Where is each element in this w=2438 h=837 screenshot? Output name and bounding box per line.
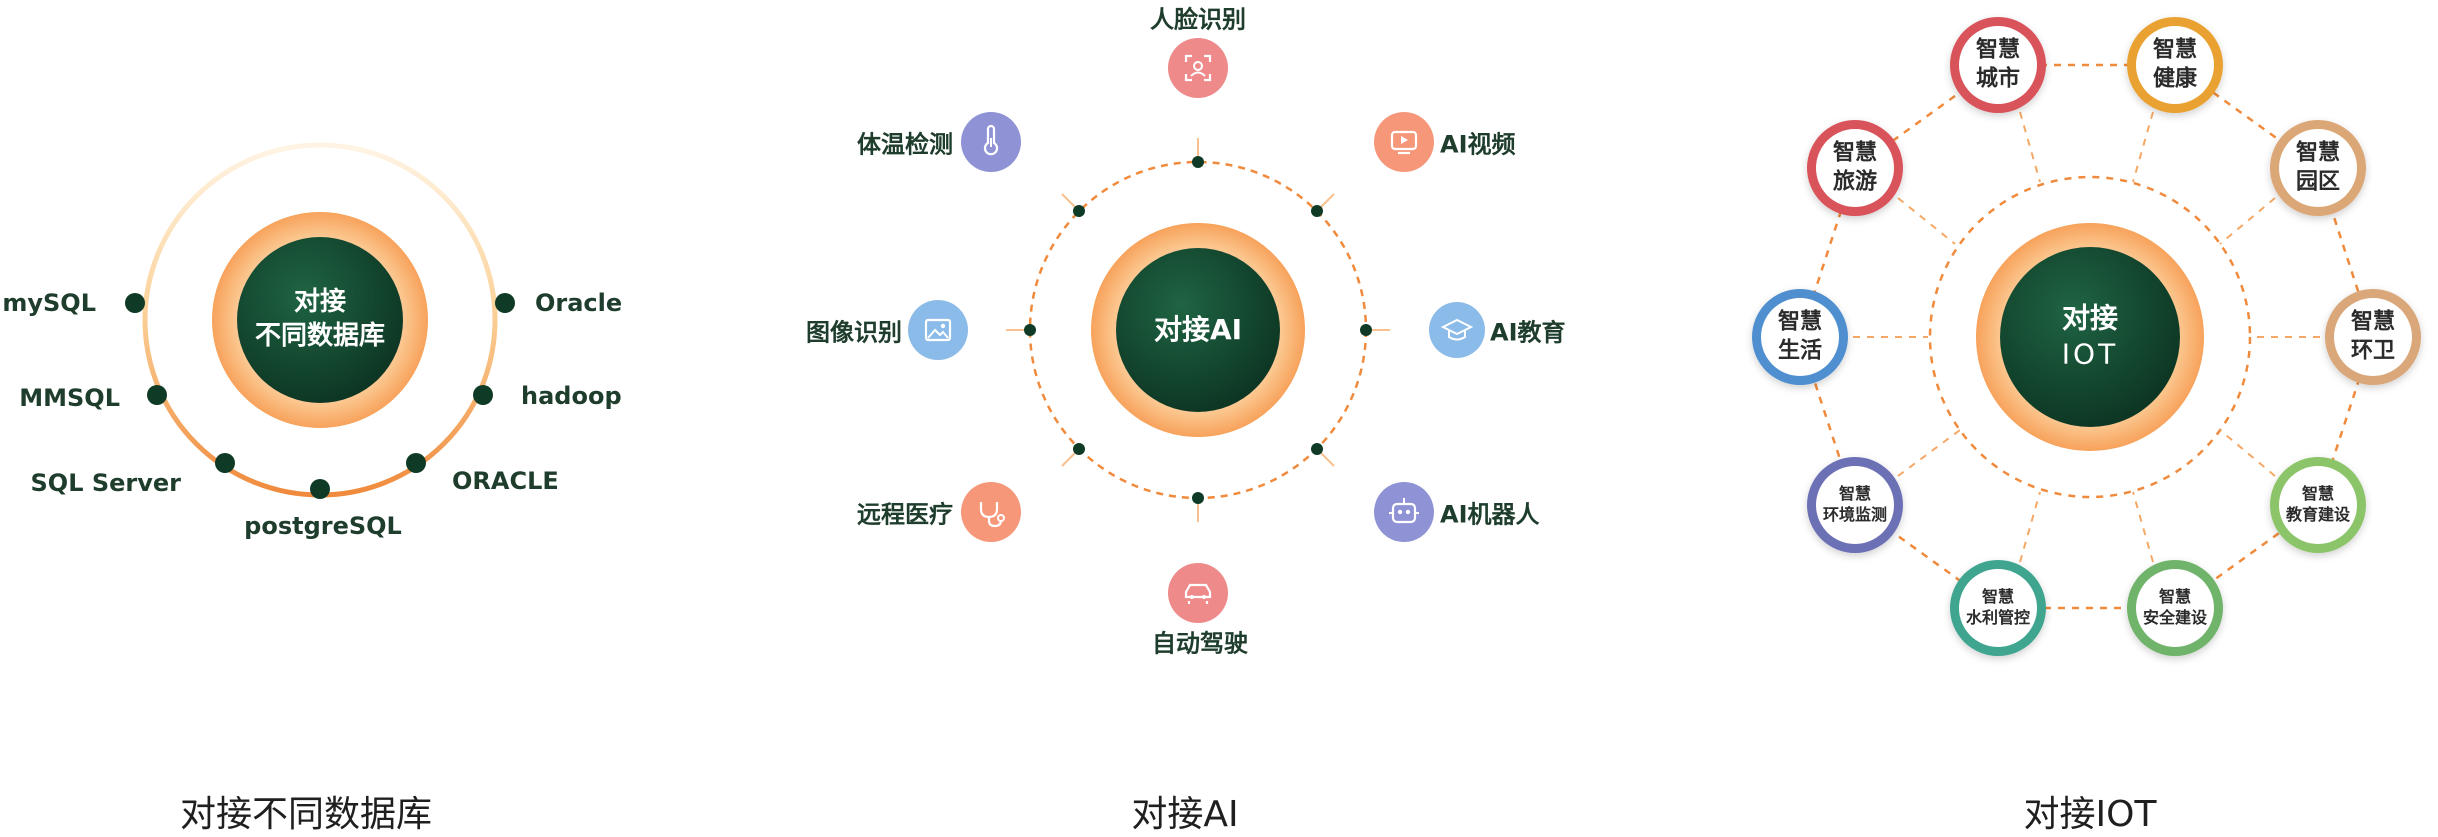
database-hub-line-2: 不同数据库 [254, 321, 386, 351]
ai-hub-line-1: 对接AI [1153, 312, 1243, 346]
ai-label-robot: AI机器人 [1440, 500, 1540, 529]
thermometer-icon [961, 112, 1021, 172]
database-label-oracle: Oracle [535, 289, 623, 317]
iot-node-tourism-line-1: 智慧 [1832, 140, 1878, 166]
ai-label-temperature: 体温检测 [857, 130, 953, 159]
caption-iot: 对接IOT [2023, 794, 2157, 835]
iot-node-life-line-1: 智慧 [1777, 309, 1823, 335]
ai-panel [908, 38, 1485, 623]
database-dot-hadoop [473, 385, 493, 405]
iot-node-city: 智慧 城市 [1976, 36, 2020, 93]
iot-node-environment: 智慧 环境监测 [1823, 484, 1887, 526]
database-label-hadoop: hadoop [521, 382, 622, 410]
iot-node-health-line-2: 健康 [2152, 66, 2198, 91]
iot-node-water-line-1: 智慧 [1981, 587, 2015, 607]
iot-node-city-line-2: 城市 [1975, 66, 2021, 91]
iot-inner-dashed-ring [1928, 175, 2252, 499]
database-hub-line-1: 对接 [293, 287, 347, 318]
iot-node-sanitation-line-2: 环卫 [2350, 338, 2396, 363]
iot-hub [2000, 247, 2180, 427]
ai-label-medical: 远程医疗 [857, 500, 953, 529]
iot-node-water-line-2: 水利管控 [1965, 608, 2031, 627]
ai-label-driving: 自动驾驶 [1152, 629, 1248, 658]
iot-node-park-line-1: 智慧 [2295, 140, 2341, 166]
ai-label-education: AI教育 [1490, 318, 1566, 347]
iot-panel [1752, 17, 2421, 656]
iot-node-safety-line-1: 智慧 [2158, 587, 2192, 607]
iot-node-education-line-1: 智慧 [2301, 484, 2335, 504]
iot-node-life-line-2: 生活 [1777, 338, 1823, 363]
iot-node-environment-line-1: 智慧 [1838, 484, 1872, 504]
database-label-mmsql: MMSQL [19, 384, 120, 412]
graduation-cap-icon [1429, 302, 1485, 358]
iot-node-tourism: 智慧 旅游 [1833, 139, 1877, 196]
iot-node-park: 智慧 园区 [2296, 139, 2340, 196]
ai-ring-dots [1024, 156, 1372, 504]
database-dot-mysql [125, 293, 145, 313]
database-dot-postgresql [310, 479, 330, 499]
image-icon [908, 300, 968, 360]
iot-node-education-line-2: 教育建设 [2285, 505, 2351, 524]
database-label-mysql: mySQL [2, 289, 96, 317]
caption-database: 对接不同数据库 [179, 794, 433, 835]
database-dot-oracle-caps [406, 453, 426, 473]
caption-ai: 对接AI [1131, 794, 1239, 835]
database-dot-sqlserver [215, 453, 235, 473]
database-label-sqlserver: SQL Server [30, 469, 182, 497]
iot-hub-label: 对接 IOT [2062, 301, 2118, 374]
iot-node-city-line-1: 智慧 [1975, 37, 2021, 63]
ai-hub [1116, 248, 1280, 412]
iot-node-sanitation: 智慧 环卫 [2351, 308, 2395, 365]
iot-node-tourism-line-2: 旅游 [1832, 169, 1878, 194]
car-icon [1168, 563, 1228, 623]
face-scan-icon [1168, 38, 1228, 98]
iot-node-circles [1752, 17, 2421, 656]
database-dot-oracle [495, 293, 515, 313]
iot-node-life: 智慧 生活 [1778, 308, 1822, 365]
ai-spokes [1006, 138, 1390, 522]
database-label-oracle-caps: ORACLE [452, 467, 559, 495]
database-hub-label: 对接 不同数据库 [255, 286, 385, 354]
database-dot-mmsql [147, 385, 167, 405]
iot-node-park-line-2: 园区 [2295, 169, 2341, 194]
iot-node-safety-line-2: 安全建设 [2142, 608, 2208, 627]
ai-hub-label: 对接AI [1154, 312, 1242, 348]
ai-label-image: 图像识别 [806, 318, 902, 347]
iot-node-education: 智慧 教育建设 [2286, 484, 2350, 526]
iot-spokes [1853, 111, 2320, 563]
iot-node-health-line-1: 智慧 [2152, 37, 2198, 63]
iot-node-sanitation-line-1: 智慧 [2350, 309, 2396, 335]
database-label-postgresql: postgreSQL [244, 512, 402, 540]
database-panel [125, 142, 515, 499]
iot-node-health: 智慧 健康 [2153, 36, 2197, 93]
robot-icon [1374, 482, 1434, 542]
stethoscope-icon [961, 482, 1021, 542]
iot-node-water: 智慧 水利管控 [1966, 587, 2030, 629]
iot-node-safety: 智慧 安全建设 [2143, 587, 2207, 629]
video-icon [1374, 112, 1434, 172]
iot-node-environment-line-2: 环境监测 [1822, 505, 1888, 524]
database-hub [237, 237, 403, 403]
iot-hub-line-1: 对接 [2061, 301, 2118, 335]
ai-label-video: AI视频 [1440, 130, 1516, 159]
ai-label-face: 人脸识别 [1150, 5, 1246, 34]
iot-hub-line-2: IOT [2061, 338, 2119, 371]
